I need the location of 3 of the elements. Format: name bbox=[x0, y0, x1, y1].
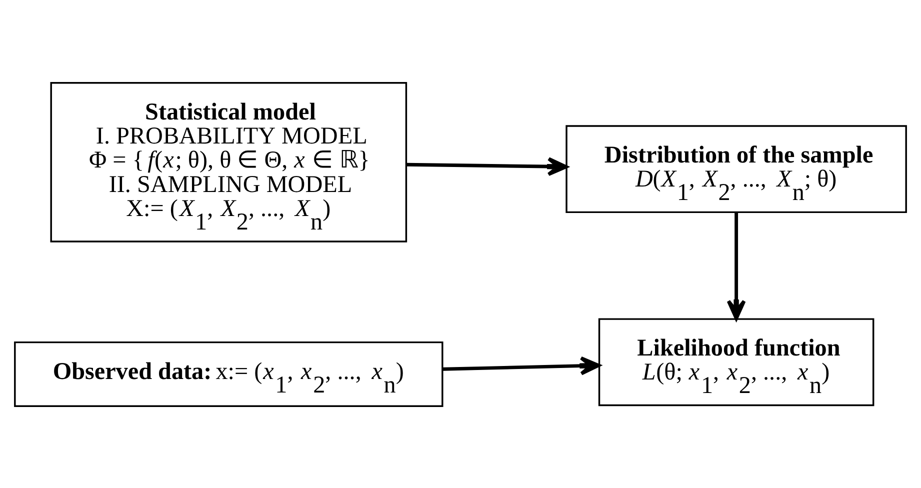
arrow bbox=[406, 156, 568, 176]
arrow bbox=[442, 356, 600, 375]
arrow bbox=[726, 212, 746, 320]
